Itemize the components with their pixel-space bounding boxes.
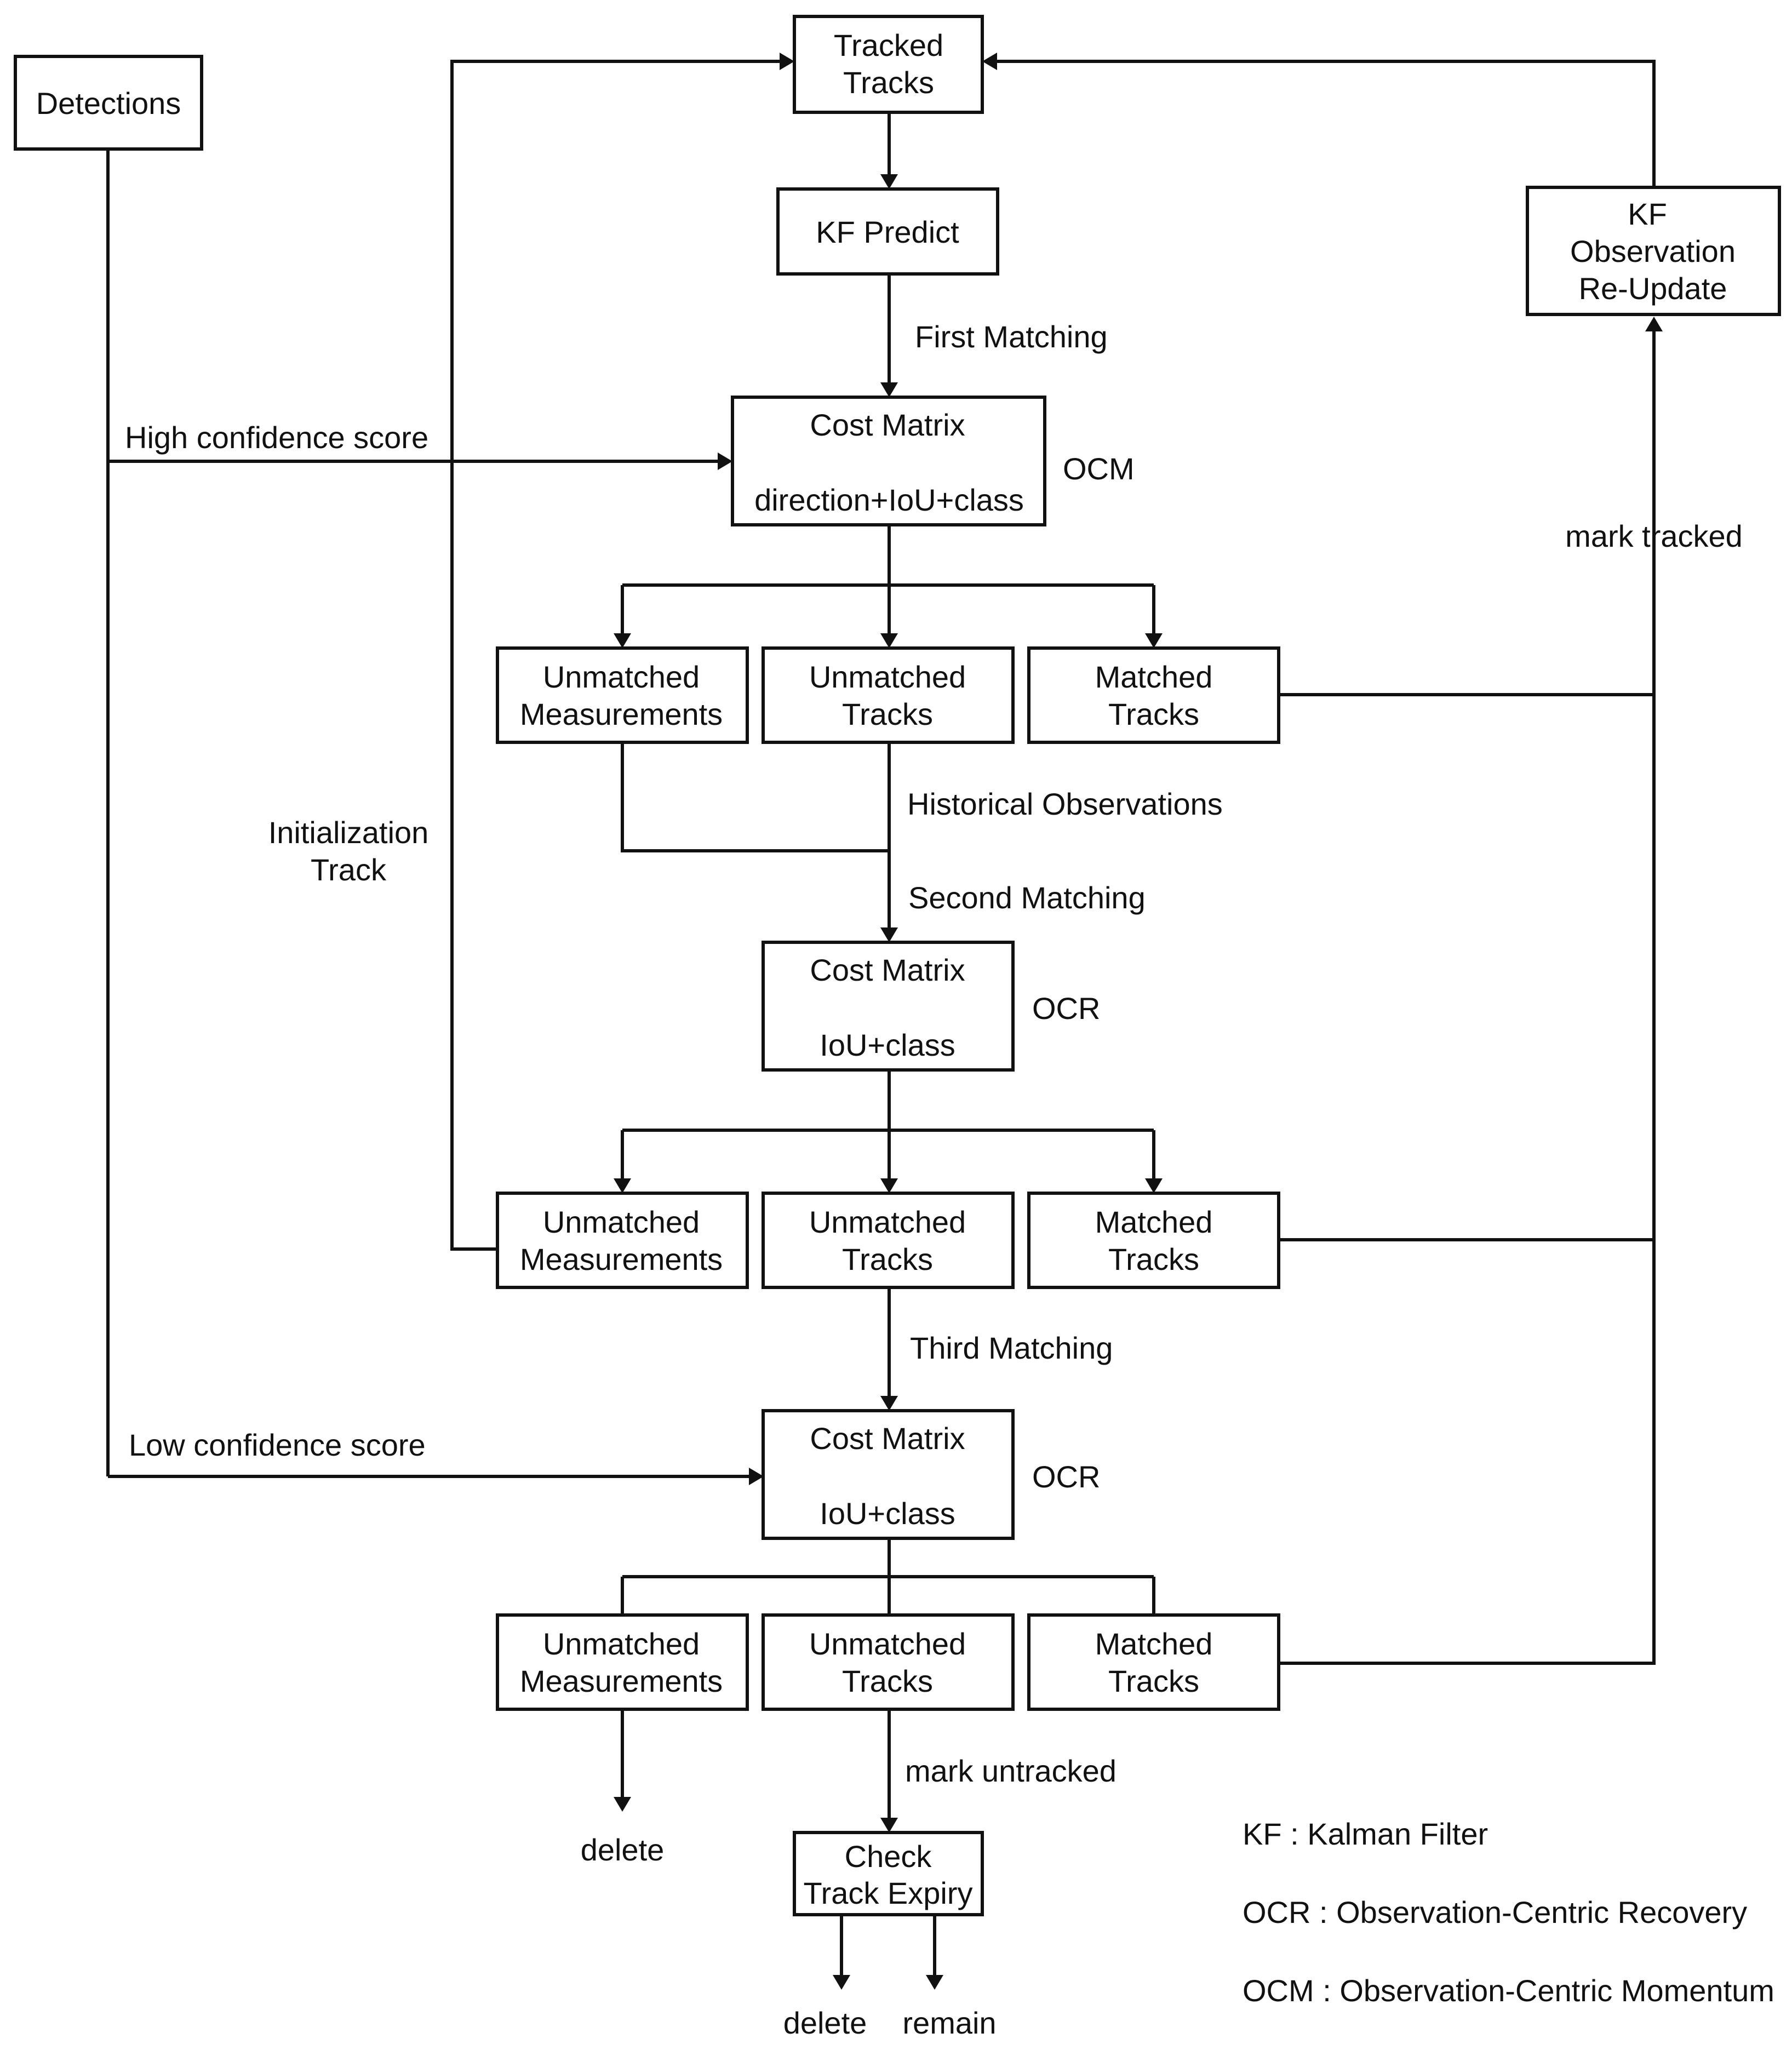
node-unmatched-measurements-3: Unmatched Measurements: [496, 1613, 749, 1711]
arrowhead: [749, 1468, 764, 1485]
label-remain: remain: [902, 2006, 996, 2040]
unmatched-measurements-3-line1: Unmatched: [543, 1627, 700, 1661]
node-matched-tracks-3: Matched Tracks: [1027, 1613, 1280, 1711]
unmatched-measurements-1-line2: Measurements: [520, 697, 723, 731]
unmatched-tracks-2-line1: Unmatched: [809, 1205, 966, 1239]
unmatched-tracks-1-line1: Unmatched: [809, 660, 966, 694]
edge-initialization-track: [450, 60, 780, 1251]
node-unmatched-measurements-2: Unmatched Measurements: [496, 1192, 749, 1289]
edges: [106, 53, 1663, 1990]
legend-kf: KF : Kalman Filter: [1243, 1817, 1488, 1851]
node-matched-tracks-2: Matched Tracks: [1027, 1192, 1280, 1289]
node-cost-matrix-2: Cost Matrix IoU+class: [762, 941, 1015, 1072]
matched-tracks-1-line1: Matched: [1095, 660, 1213, 694]
label-high-confidence: High confidence score: [125, 420, 428, 455]
arrowhead: [982, 53, 997, 70]
arrowhead: [780, 53, 794, 70]
label-low-confidence: Low confidence score: [129, 1428, 426, 1462]
cost-matrix-3-subtitle: IoU+class: [820, 1496, 955, 1531]
legend: KF : Kalman Filter OCR : Observation-Cen…: [1243, 1817, 1774, 2008]
arrowhead: [833, 1975, 850, 1990]
kf-predict-label: KF Predict: [816, 215, 959, 249]
label-mark-tracked: mark tracked: [1565, 519, 1743, 553]
arrowhead: [1145, 633, 1163, 648]
node-cost-matrix-1: Cost Matrix direction+IoU+class: [731, 396, 1046, 526]
check-expiry-line2: Track Expiry: [803, 1876, 972, 1910]
label-ocr-2: OCR: [1032, 1459, 1100, 1494]
label-mark-untracked: mark untracked: [905, 1754, 1117, 1788]
arrowhead: [614, 1797, 631, 1812]
matched-tracks-1-line2: Tracks: [1108, 697, 1199, 731]
node-unmatched-measurements-1: Unmatched Measurements: [496, 646, 749, 744]
edge-matched-to-reupdate: [1279, 331, 1656, 1665]
node-unmatched-tracks-3: Unmatched Tracks: [762, 1613, 1015, 1711]
label-first-matching: First Matching: [915, 319, 1108, 354]
edge-split-3: [621, 1538, 1155, 1614]
label-second-matching: Second Matching: [908, 880, 1146, 915]
label-third-matching: Third Matching: [910, 1331, 1113, 1365]
unmatched-measurements-2-line1: Unmatched: [543, 1205, 700, 1239]
matched-tracks-3-line1: Matched: [1095, 1627, 1213, 1661]
unmatched-measurements-3-line2: Measurements: [520, 1664, 723, 1698]
arrowhead: [718, 453, 732, 470]
kf-reupdate-line1: KF: [1628, 197, 1667, 231]
node-kf-predict: KF Predict: [776, 187, 999, 276]
label-ocr-1: OCR: [1032, 991, 1100, 1026]
matched-tracks-3-line2: Tracks: [1108, 1664, 1199, 1698]
arrowhead: [880, 1396, 898, 1411]
node-cost-matrix-3: Cost Matrix IoU+class: [762, 1409, 1015, 1540]
node-check-track-expiry: Check Track Expiry: [793, 1831, 984, 1916]
tracked-tracks-line2: Tracks: [843, 65, 934, 100]
legend-ocr: OCR : Observation-Centric Recovery: [1243, 1895, 1747, 1929]
edge-split-1: [621, 525, 1155, 633]
edge-reupdate-to-tracked: [997, 60, 1656, 187]
arrowhead: [614, 633, 631, 648]
kf-reupdate-line2: Observation: [1570, 234, 1736, 268]
unmatched-measurements-2-line2: Measurements: [520, 1242, 723, 1276]
cost-matrix-3-title: Cost Matrix: [810, 1421, 965, 1456]
node-tracked-tracks: Tracked Tracks: [793, 15, 984, 114]
arrowhead: [1645, 317, 1663, 331]
label-delete-measurements: delete: [581, 1833, 665, 1867]
label-delete-expired: delete: [783, 2006, 867, 2040]
arrowhead: [1145, 1178, 1163, 1193]
detections-label: Detections: [36, 86, 181, 121]
arrowhead: [880, 927, 898, 942]
arrowhead: [926, 1975, 943, 1990]
arrowhead: [880, 1178, 898, 1193]
cost-matrix-1-subtitle: direction+IoU+class: [754, 483, 1024, 517]
unmatched-tracks-2-line2: Tracks: [842, 1242, 933, 1276]
legend-ocm: OCM : Observation-Centric Momentum: [1243, 1973, 1774, 2008]
label-initialization-line1: Initialization: [268, 815, 429, 850]
unmatched-measurements-1-line1: Unmatched: [543, 660, 700, 694]
node-detections: Detections: [14, 55, 203, 151]
node-unmatched-tracks-2: Unmatched Tracks: [762, 1192, 1015, 1289]
unmatched-tracks-3-line1: Unmatched: [809, 1627, 966, 1661]
label-initialization-line2: Track: [311, 852, 387, 887]
edge-split-2: [621, 1070, 1155, 1178]
cost-matrix-2-title: Cost Matrix: [810, 953, 965, 987]
unmatched-tracks-3-line2: Tracks: [842, 1664, 933, 1698]
tracked-tracks-line1: Tracked: [834, 28, 943, 62]
arrowhead: [880, 1818, 898, 1833]
check-expiry-line1: Check: [845, 1839, 932, 1874]
node-matched-tracks-1: Matched Tracks: [1027, 646, 1280, 744]
edge-um1-join: [621, 742, 889, 852]
edge-labels: First Matching High confidence score OCM…: [125, 319, 1743, 2040]
arrowhead: [880, 633, 898, 648]
kf-reupdate-line3: Re-Update: [1579, 271, 1727, 306]
label-historical-observations: Historical Observations: [907, 787, 1223, 821]
unmatched-tracks-1-line2: Tracks: [842, 697, 933, 731]
arrowhead: [880, 382, 898, 397]
matched-tracks-2-line2: Tracks: [1108, 1242, 1199, 1276]
cost-matrix-2-subtitle: IoU+class: [820, 1028, 955, 1062]
cost-matrix-1-title: Cost Matrix: [810, 408, 965, 442]
node-kf-reupdate: KF Observation Re-Update: [1526, 186, 1781, 316]
node-unmatched-tracks-1: Unmatched Tracks: [762, 646, 1015, 744]
label-ocm: OCM: [1063, 451, 1135, 486]
arrowhead: [880, 174, 898, 189]
arrowhead: [614, 1178, 631, 1193]
matched-tracks-2-line1: Matched: [1095, 1205, 1213, 1239]
